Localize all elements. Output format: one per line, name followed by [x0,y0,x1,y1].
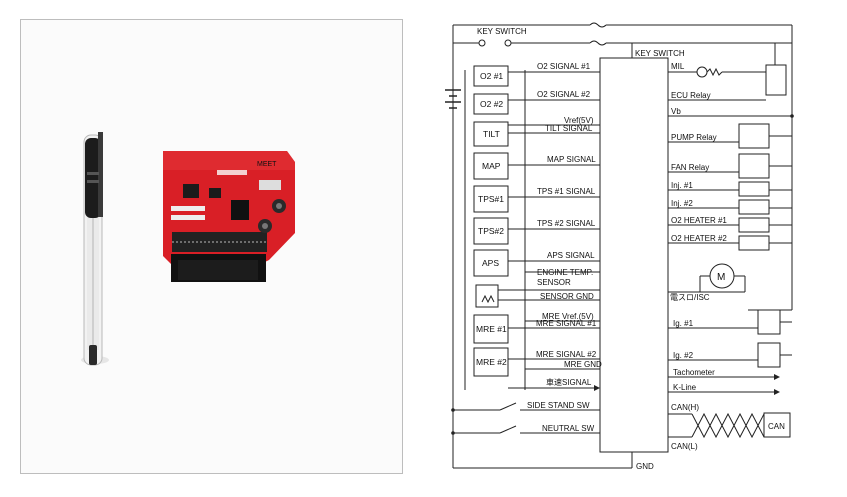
motor-label: M [717,272,725,283]
ecu-block [599,57,669,453]
sensor-box-tps-1: TPS#1 [478,194,504,204]
k-line-label: K-Line [673,383,697,392]
can-h-label: CAN(H) [671,403,699,412]
signal-tps-1: TPS #1 SIGNAL [537,187,596,196]
o2-heater-1-label: O2 HEATER #1 [671,216,727,225]
vref-label: Vref(5V) [564,116,594,125]
ecu-board-image: MEET [163,151,295,282]
photo-illustration: MEET [81,132,295,366]
tachometer-label: Tachometer [673,368,715,377]
sensor-box-aps: APS [482,258,499,268]
ecu-gnd-label: GND [636,462,654,471]
mre-vref-label: MRE Vref.(5V) [542,312,594,321]
ecu-relay-symbol [765,64,787,96]
key-switch-ecu-label: KEY SWITCH [635,49,685,58]
throttle-isc-label: 電スロ/ISC [670,293,710,302]
injector-1-symbol [738,181,770,197]
ignition-coil-1-symbol [757,309,781,335]
sensor-gnd-label: SENSOR GND [540,292,594,301]
pump-relay-label: PUMP Relay [671,133,717,142]
sensor-box-o2-2: O2 #2 [480,99,503,109]
signal-tilt: TILT SIGNAL [545,124,593,133]
mil-lamp-icon [696,66,708,78]
key-switch-top: KEY SWITCH KEY SWITCH [453,22,792,58]
can-box-label: CAN [768,422,785,431]
ig-1-label: Ig. #1 [673,319,694,328]
can-box [763,412,791,438]
o2-heater-2-symbol [738,235,770,251]
engine-temp-label-1: ENGINE TEMP. [537,268,593,277]
vb-label: Vb [671,107,681,116]
key-switch-label: KEY SWITCH [477,27,527,36]
ignition-coil-2-symbol [757,342,781,368]
o2-heater-2-label: O2 HEATER #2 [671,234,727,243]
signal-o2-2: O2 SIGNAL #2 [537,90,591,99]
vehicle-speed-label: 車速SIGNAL [546,377,592,387]
o2-heater-1-symbol [738,217,770,233]
neutral-label: NEUTRAL SW [542,424,595,433]
sensor-box-tps-2: TPS#2 [478,226,504,236]
side-stand-label: SIDE STAND SW [527,401,590,410]
battery-symbol [445,89,461,109]
injector-2-symbol [738,199,770,215]
mil-label: MIL [671,62,685,71]
can-l-label: CAN(L) [671,442,698,451]
mre-box-1: MRE #1 [476,324,507,334]
signal-mre-2: MRE SIGNAL #2 [536,350,597,359]
mre-box-2: MRE #2 [476,357,507,367]
wiring-schematic: GND KEY SWITCH KEY SWITCH O2 #1 O2 SIGNA… [445,22,794,471]
engine-temp-label-2: SENSOR [537,278,571,287]
sensor-box-tilt: TILT [483,129,500,139]
fan-relay-label: FAN Relay [671,163,709,172]
mre-gnd-label: MRE GND [564,360,602,369]
ecu-relay-label: ECU Relay [671,91,711,100]
signal-mre-1: MRE SIGNAL #1 [536,319,597,328]
inj-1-label: Inj. #1 [671,181,693,190]
product-photo: MEET [20,19,403,474]
sensor-box-map: MAP [482,161,501,171]
thermistor-symbol [475,284,499,308]
signal-o2-1: O2 SIGNAL #1 [537,62,591,71]
ig-2-label: Ig. #2 [673,351,694,360]
signal-tps-2: TPS #2 SIGNAL [537,219,596,228]
fan-relay-symbol [738,153,770,179]
sensor-box-o2-1: O2 #1 [480,71,503,81]
signal-map: MAP SIGNAL [547,155,596,164]
pen-image [81,132,109,366]
inj-2-label: Inj. #2 [671,199,693,208]
pump-relay-symbol [738,123,770,149]
board-silkscreen-label: MEET [257,161,277,168]
signal-aps: APS SIGNAL [547,251,595,260]
